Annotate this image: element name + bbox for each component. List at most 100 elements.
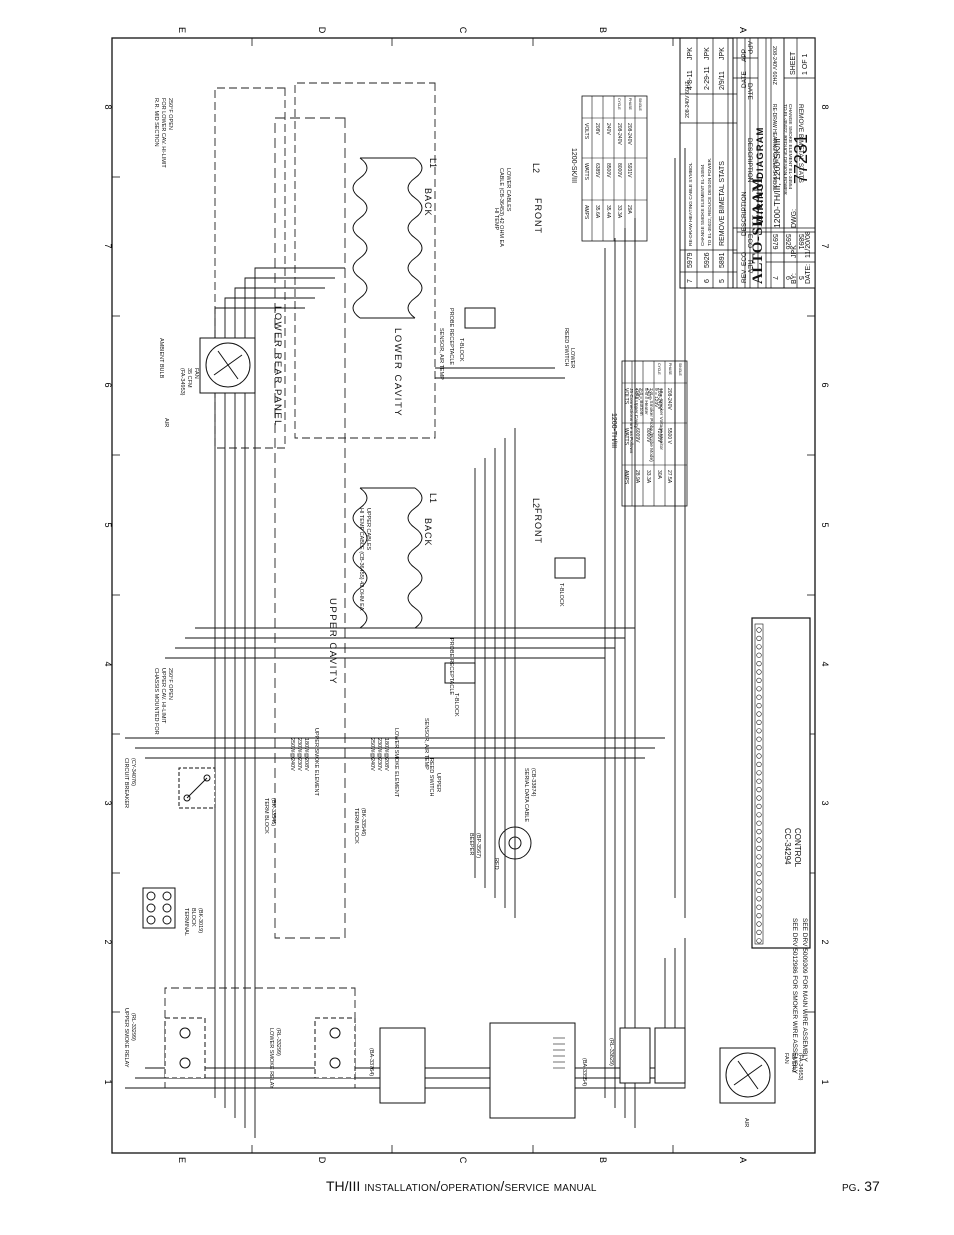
- label-chassis-hi-limit: CHASSIS MOUNTED FOR: [153, 668, 159, 735]
- label-fan-left-spec: 35 CFM: [186, 368, 192, 388]
- label-upper-cables: UPPER CABLES: [365, 508, 371, 551]
- label-ambient-bulb: AMBIENT BULB: [158, 338, 164, 379]
- sheet-value: 1 OF 1: [802, 53, 809, 75]
- rev-7-desc2: 208-240V 60HZ: [685, 81, 691, 118]
- svg-text:29A: 29A: [626, 205, 632, 215]
- label-term-block-lower-part: (BK-33546): [360, 808, 366, 836]
- control-pin: [756, 711, 762, 717]
- grid-row-label-top: C: [458, 27, 468, 34]
- label-lower-cavity: LOWER CAVITY: [392, 328, 403, 417]
- rev-header-app: APP: [746, 41, 753, 54]
- rev-col-eco: ECO: [741, 252, 748, 266]
- label-relay-contactors: (RL-33829): [608, 1038, 614, 1066]
- label-reed-switch-upper: REED SWITCH: [428, 758, 434, 797]
- sheet-label: SHEET: [790, 51, 797, 75]
- svg-text:208-240V: 208-240V: [656, 388, 662, 410]
- control-pin: [756, 778, 762, 784]
- rev-5-num: 5: [719, 279, 726, 283]
- title-block-main: [679, 37, 816, 289]
- svg-text:208V: 208V: [634, 388, 640, 400]
- label-sensor-air-temp-upper: SENSOR, AIR TEMP: [423, 718, 429, 770]
- label-rr-hi-limit2: FOR LOWER CAV. HI-LIMIT: [160, 98, 166, 168]
- label-reed-switch-lower: REED SWITCH: [563, 328, 569, 367]
- grid-col-label-left: 4: [103, 661, 113, 666]
- label-air-left: AIR: [163, 418, 169, 427]
- svg-text:6385V: 6385V: [594, 163, 600, 178]
- control-pin: [756, 744, 762, 751]
- svg-text:5-6 = Heater: 5-6 = Heater: [643, 388, 649, 415]
- svg-text:1-2 = Upper Cavity: 1-2 = Upper Cavity: [633, 388, 639, 429]
- grid-col-label-right: 7: [820, 243, 830, 248]
- grid-row-label-bottom: C: [458, 1157, 468, 1164]
- diagram-title: WIRING DIAGRAM: [755, 127, 766, 224]
- circuit-breaker: [178, 767, 216, 809]
- label-element-rating-1a: 180W@208V: [303, 738, 309, 771]
- control-pin: [756, 854, 762, 860]
- control-pin: [756, 837, 762, 843]
- svg-text:SINGLE: SINGLE: [678, 363, 682, 377]
- revision-rows: 7 5979 RE-DRAW HEATING CABLE SYMBOL 208-…: [771, 46, 804, 280]
- label-element-rating-2b: 230W@230V: [376, 738, 382, 771]
- label-serial-data-cable-part: (CB-33874): [530, 768, 536, 797]
- lower-cavity-box: [294, 82, 436, 439]
- control-pin: [756, 660, 762, 667]
- grid-row-label-top: B: [598, 27, 608, 33]
- upper-smoke-relay: [164, 1017, 206, 1079]
- label-l2-lower: L2: [531, 163, 541, 173]
- svg-text:PHASE: PHASE: [668, 363, 672, 376]
- label-upper-smoke-element: UPPER SMOKE ELEMENT: [313, 728, 319, 796]
- label-term-block-lower: TERM BLOCK: [353, 808, 359, 844]
- power-supply-board: [489, 1022, 576, 1119]
- control-pin: [756, 652, 762, 658]
- label-lower-smoke-element: LOWER SMOKE ELEMENT: [393, 728, 399, 798]
- power-terminal-block: [142, 887, 176, 929]
- svg-text:SINGLE: SINGLE: [638, 98, 642, 112]
- label-l2-upper: L2: [531, 498, 541, 508]
- svg-text:27.5A: 27.5A: [666, 470, 672, 484]
- grid-col-label-right: 8: [820, 104, 830, 109]
- control-pin: [756, 719, 762, 726]
- control-pin: [756, 770, 762, 776]
- control-pin: [756, 938, 762, 944]
- svg-text:VOLTS: VOLTS: [583, 123, 589, 140]
- control-pin: [756, 694, 762, 700]
- control-pin: [756, 686, 762, 692]
- grid-col-label-left: 7: [103, 243, 113, 248]
- rev-col-app: APP: [741, 49, 748, 62]
- svg-text:10 = Smoker Voltage Monitor: 10 = Smoker Voltage Monitor: [658, 388, 664, 450]
- rev6-rev: 6: [784, 276, 791, 280]
- label-circuit-breaker-part: (CY-34076): [130, 758, 136, 786]
- title-block: REV ECO DESCRIPTION DATE APP: [732, 37, 816, 289]
- label-see-drv-1: SEE DRV 5009309 FOR MAIN WIRE ASSEMBLY: [801, 918, 808, 1063]
- fan-bottom-right: [719, 1047, 776, 1104]
- label-lower-cables: LOWER CABLES: [505, 168, 511, 212]
- svg-text:7200V: 7200V: [656, 428, 662, 443]
- label-relay-block: (BA-33764): [368, 1048, 374, 1076]
- control-pin: [756, 669, 762, 675]
- label-term-block-upper-part: (BK-33546): [270, 798, 276, 826]
- rev5-rev: 5: [797, 276, 804, 280]
- grid-col-label-right: 3: [820, 800, 830, 805]
- footer-page-number: pg. 37: [842, 1178, 880, 1194]
- grid-col-label-left: 6: [103, 382, 113, 387]
- label-upper-smoke-relay: UPPER SMOKE RELAY: [123, 1008, 129, 1068]
- svg-text:CYCLE: CYCLE: [657, 363, 661, 375]
- label-beeper: BEEPER: [468, 833, 474, 855]
- svg-text:5931V: 5931V: [626, 163, 632, 178]
- control-board: [751, 617, 811, 949]
- rev5-eco: 5891: [797, 234, 804, 250]
- footer-manual-title: TH/III installation/operation/service ma…: [326, 1178, 597, 1194]
- control-pin: [756, 912, 762, 919]
- control-pin: [756, 870, 762, 877]
- rev7-rev: 7: [771, 276, 778, 280]
- label-lower-cable-part: CABLE (CB-36453) 42 OHM EA: [498, 168, 504, 247]
- svg-text:1200-SK/III: 1200-SK/III: [570, 148, 577, 183]
- svg-text:35.4A: 35.4A: [605, 205, 611, 219]
- grid-col-label-left: 1: [103, 1079, 113, 1084]
- by-label: BY:: [791, 273, 798, 284]
- label-terminal-block: TERMINAL: [183, 908, 189, 936]
- label-element-rating-1b: 180W@208V: [383, 738, 389, 771]
- control-pin: [756, 921, 762, 927]
- rev6-desc: CHANGE SMOKE ELEMENT EL-34554: [787, 104, 793, 190]
